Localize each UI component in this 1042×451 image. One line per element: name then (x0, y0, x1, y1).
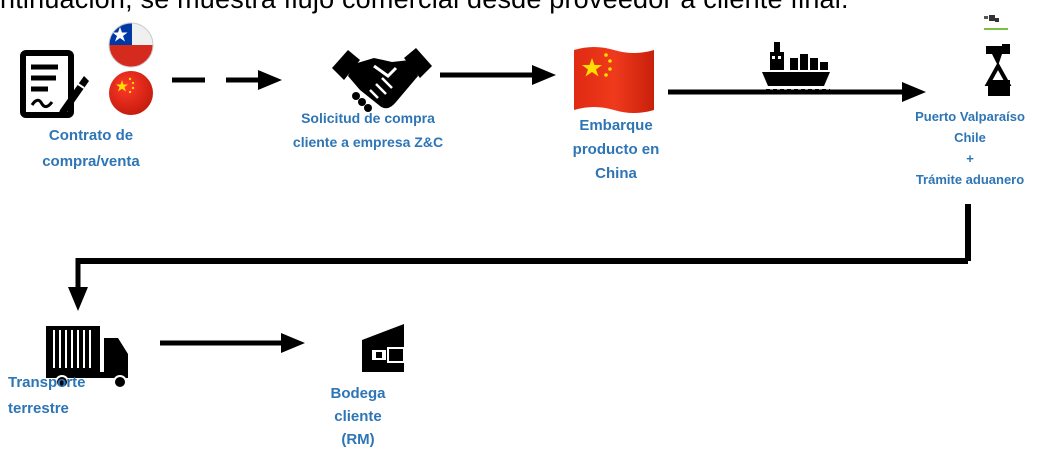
arrow-request-to-shipment (440, 65, 556, 85)
step-label-line: China (595, 165, 637, 182)
step-label-shipment: Embarque producto en China (556, 114, 676, 186)
arrow-contract-to-request (172, 70, 282, 90)
step-label-request: Solicitud de compra cliente a empresa Z&… (268, 106, 468, 154)
step-label-line: Embarque (579, 117, 653, 134)
step-label-line: Transporte (8, 374, 86, 391)
step-label-line: compra/venta (42, 153, 140, 170)
step-label-line: + (966, 151, 974, 166)
step-label-line: Trámite aduanero (915, 172, 1025, 187)
china-flag-icon (574, 47, 654, 113)
step-label-line: Chile (954, 130, 986, 145)
arrow-truck-to-warehouse (160, 333, 305, 353)
step-label-warehouse: Bodega cliente (RM) (316, 382, 400, 451)
step-label-line: Puerto Valparaíso (915, 109, 1025, 124)
step-label-line: terrestre (8, 400, 69, 417)
warehouse-icon (362, 324, 405, 372)
step-label-port: Puerto Valparaíso Chile + Trámite aduane… (898, 106, 1042, 190)
port-crane-icon (984, 15, 1012, 96)
step-label-line: producto en (572, 141, 660, 158)
chile-flag-icon (108, 22, 154, 68)
handshake-icon (332, 48, 432, 112)
step-label-line: Bodega (330, 385, 386, 402)
cargo-ship-icon (762, 42, 830, 91)
contract-icon (20, 50, 89, 118)
step-label-line: cliente (334, 408, 382, 425)
step-label-contract: Contrato de compra/venta (30, 123, 152, 175)
truck-icon (46, 326, 128, 389)
intro-text: ntinuación, se muestra flujo comercial d… (0, 0, 1042, 15)
step-label-line: (RM) (341, 431, 375, 448)
arrow-shipment-to-port (668, 82, 926, 102)
step-label-line: Contrato de (48, 127, 134, 144)
step-label-truck: Transporte terrestre (8, 370, 86, 422)
arrow-port-to-truck (68, 204, 971, 311)
china-flag-icon (109, 71, 153, 115)
step-label-line: Solicitud de compra (301, 110, 435, 126)
step-label-line: cliente a empresa Z&C (292, 134, 444, 150)
